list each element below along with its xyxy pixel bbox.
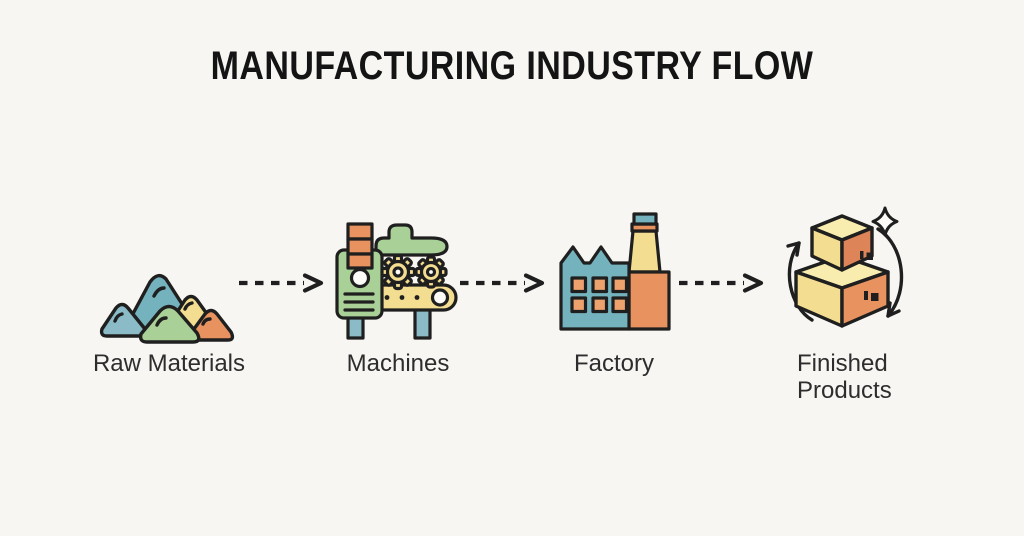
machine-conveyor-icon: [335, 222, 458, 340]
raw-materials-rock-pile-icon: [99, 273, 235, 344]
factory-building-icon: [559, 212, 671, 331]
sparkle-icon: [871, 206, 899, 237]
gear-icon: [414, 255, 448, 289]
diagram-title: MANUFACTURING INDUSTRY FLOW: [210, 44, 814, 88]
stage-label-raw-materials: Raw Materials: [92, 350, 246, 377]
stage-label-machines: Machines: [346, 350, 450, 377]
gear-icon: [379, 253, 417, 291]
stage-label-finished-products: Finished Products: [797, 350, 892, 404]
dashed-flow-arrow-icon: [679, 273, 764, 293]
dashed-flow-arrow-icon: [239, 273, 324, 293]
stacked-boxes-icon: [786, 206, 904, 328]
dashed-flow-arrow-icon: [460, 273, 545, 293]
stage-label-factory: Factory: [573, 350, 654, 377]
